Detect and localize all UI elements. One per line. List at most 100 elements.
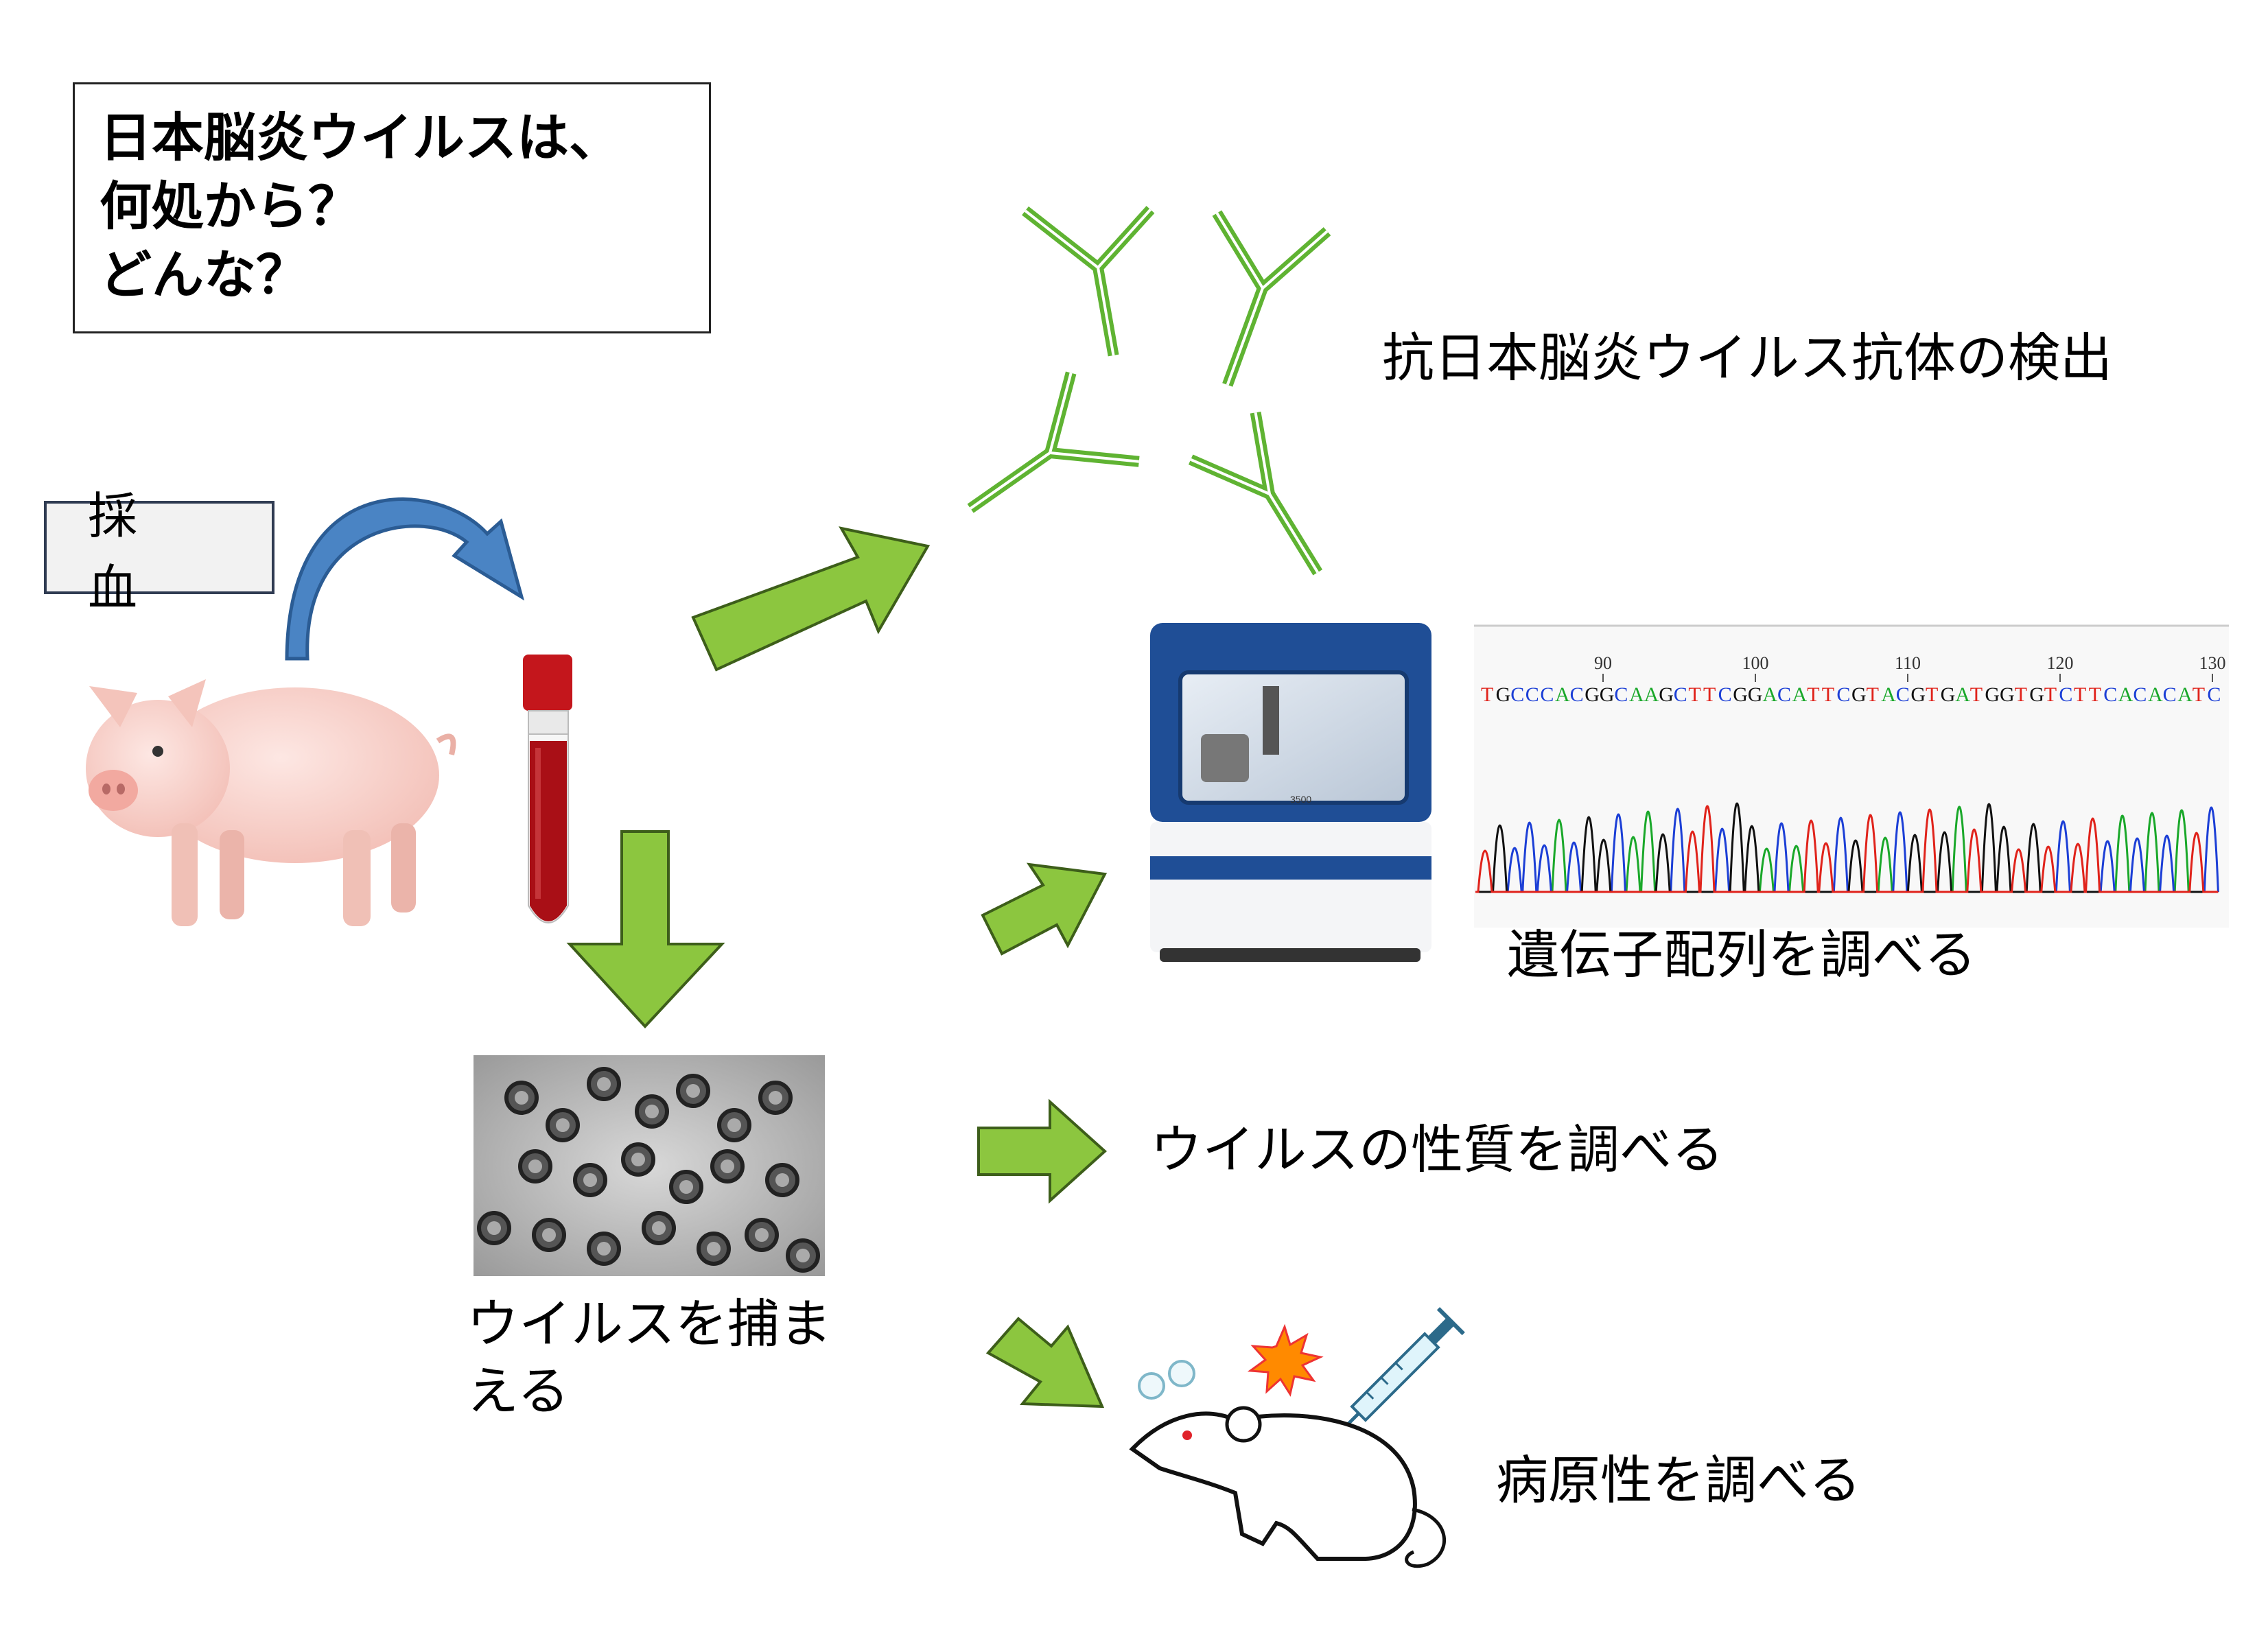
arrow-to-antibody — [691, 526, 931, 672]
base-call-letter: A — [1555, 683, 1570, 706]
sequencer-model-text: 3500 — [1290, 794, 1311, 805]
base-call-letter: C — [2207, 683, 2221, 706]
virus-property-label: ウイルスの性質を調べる — [1150, 1119, 1724, 1180]
base-call-letter: A — [1955, 683, 1970, 706]
green-arrows — [566, 526, 1108, 1409]
base-call-letter: A — [2118, 683, 2133, 706]
question-box: 日本脳炎ウイルスは、 何処から？ どんな？ — [73, 82, 711, 333]
base-call-letter: T — [1688, 683, 1700, 706]
mouse-experiment-image — [1129, 1307, 1465, 1568]
chromatogram-trace — [1475, 806, 2219, 893]
base-call-letter: G — [1941, 683, 1956, 706]
base-call-letter: G — [2029, 683, 2044, 706]
virion-core — [775, 1173, 789, 1187]
virion-core — [721, 1159, 734, 1173]
arrow-down-to-virus — [566, 830, 725, 1028]
arrow-to-mouse — [985, 1317, 1105, 1409]
virion-core — [487, 1221, 501, 1235]
base-call-letter: G — [1733, 683, 1748, 706]
base-call-letter: C — [1896, 683, 1910, 706]
virion-core — [686, 1084, 700, 1098]
base-call-letter: G — [2000, 683, 2015, 706]
base-call-letter: G — [1985, 683, 2000, 706]
pig-image — [86, 679, 456, 926]
chromatogram-trace — [1475, 805, 2219, 893]
chromatogram-position-label: 90 — [1594, 653, 1612, 673]
virion-core — [652, 1221, 666, 1235]
virion-core — [796, 1249, 810, 1262]
burst-icon — [1247, 1323, 1324, 1397]
base-call-letter: C — [1525, 683, 1539, 706]
base-call-letter: T — [2193, 683, 2205, 706]
antibody-icon — [967, 371, 1140, 513]
virion-core — [556, 1118, 570, 1132]
base-call-letter: A — [2148, 683, 2163, 706]
antibody-icon — [1188, 411, 1323, 576]
base-call-letter: C — [1510, 683, 1524, 706]
base-call-letter: A — [1644, 683, 1659, 706]
base-call-letter: G — [1851, 683, 1867, 706]
base-call-letter: T — [2074, 683, 2086, 706]
base-call-letter: T — [1481, 683, 1493, 706]
base-call-letter: C — [2133, 683, 2147, 706]
virion-core — [631, 1153, 645, 1166]
virion-core — [542, 1228, 556, 1242]
base-call-letter: G — [1659, 683, 1674, 706]
virion-core — [755, 1228, 769, 1242]
virion-core — [707, 1242, 721, 1256]
pathogenicity-label: 病原性を調べる — [1496, 1450, 1861, 1511]
chromatogram-position-label: 110 — [1895, 653, 1921, 673]
virion-core — [645, 1105, 659, 1118]
question-line-2: 何処から？ — [100, 176, 360, 237]
virion-core — [597, 1242, 611, 1256]
base-call-letter: T — [2015, 683, 2027, 706]
base-call-letter: C — [2103, 683, 2117, 706]
chromatogram-trace — [1475, 805, 2219, 893]
virion-core — [727, 1118, 741, 1132]
base-call-letter: C — [2059, 683, 2072, 706]
sequencer-image: 3500 — [1150, 623, 1431, 962]
base-call-letter: C — [1674, 683, 1687, 706]
virion-core — [528, 1159, 542, 1173]
base-call-letter: A — [1629, 683, 1644, 706]
base-call-letter: A — [1762, 683, 1777, 706]
antibody-detection-label: 抗日本脳炎ウイルス抗体の検出 — [1382, 327, 2112, 388]
base-call-letter: C — [1718, 683, 1732, 706]
base-call-letter: T — [1970, 683, 1983, 706]
arrow-to-property — [977, 1098, 1107, 1204]
base-call-letter: C — [1836, 683, 1850, 706]
virion-core — [679, 1180, 693, 1194]
base-call-letter: A — [1881, 683, 1896, 706]
antibody-icon — [1022, 206, 1155, 357]
antibody-icon — [1212, 210, 1331, 387]
virion-core — [769, 1091, 782, 1105]
virion-core — [583, 1173, 597, 1187]
virion-core — [597, 1077, 611, 1091]
base-call-letter: T — [1867, 683, 1879, 706]
base-call-letter: T — [1822, 683, 1834, 706]
question-line-3: どんな？ — [100, 244, 308, 305]
base-call-letter: C — [2163, 683, 2177, 706]
base-call-letter: T — [2089, 683, 2101, 706]
base-call-letter: C — [1777, 683, 1791, 706]
question-line-1: 日本脳炎ウイルスは、 — [100, 107, 621, 168]
blood-tube-image — [523, 655, 572, 923]
base-call-letter: T — [1926, 683, 1938, 706]
capture-virus-label-line2: える — [467, 1361, 570, 1422]
arrow-to-sequencer — [981, 862, 1108, 956]
base-call-letter: T — [1703, 683, 1716, 706]
curved-arrow-icon — [285, 497, 525, 661]
capture-virus-label-line1: ウイルスを捕ま — [467, 1293, 832, 1354]
base-call-letter: A — [2177, 683, 2193, 706]
base-call-letter: G — [1748, 683, 1763, 706]
base-call-letter: G — [1585, 683, 1600, 706]
base-call-letter: C — [1614, 683, 1628, 706]
base-call-letter: T — [2044, 683, 2057, 706]
base-call-letter: C — [1570, 683, 1584, 706]
base-call-letter: T — [1807, 683, 1819, 706]
chromatogram-position-label: 120 — [2047, 653, 2074, 673]
chromatogram-position-label: 100 — [1742, 653, 1769, 673]
sequencing-label: 遺伝子配列を調べる — [1507, 924, 1976, 985]
